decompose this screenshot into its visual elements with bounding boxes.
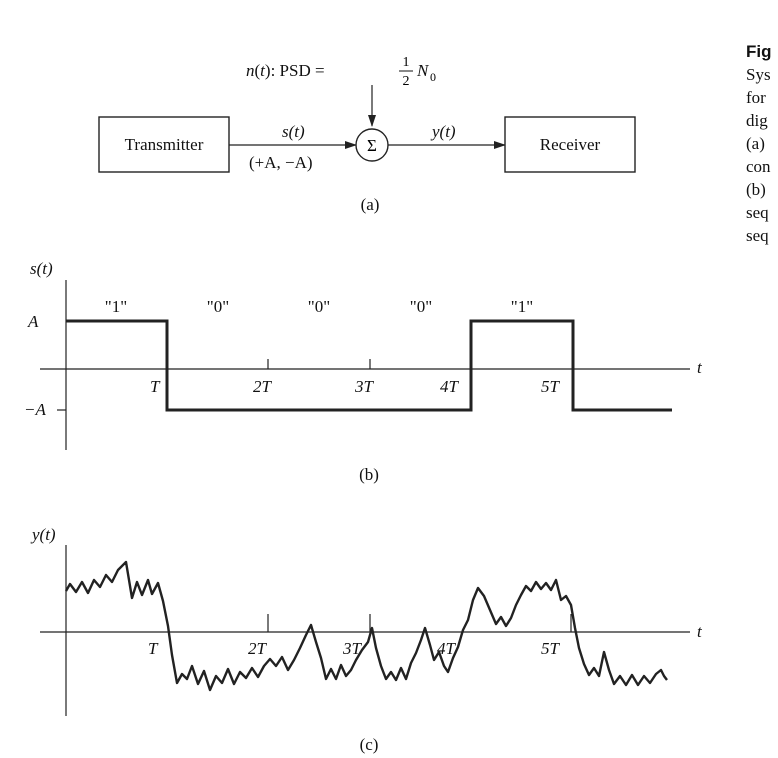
- psd-fraction-denominator: 2: [403, 74, 410, 89]
- y-tick-label-3T: 3T: [342, 639, 363, 658]
- y-axis-ylabel: y(t): [30, 525, 56, 544]
- receiver-label: Receiver: [540, 135, 601, 154]
- figure-caption: Fig Sys for dig (a) con (b) seq seq: [746, 42, 772, 245]
- bit-label: "0": [308, 297, 330, 316]
- psd-fraction-numerator: 1: [403, 55, 410, 70]
- panel-b-label: (b): [359, 465, 379, 484]
- panel-c-label: (c): [360, 735, 379, 754]
- bit-label: "0": [207, 297, 229, 316]
- s-axis-xlabel: t: [697, 358, 703, 377]
- caption-title: Fig: [746, 42, 772, 61]
- caption-line: Sys: [746, 65, 771, 84]
- waveform-s: s(t) t A −A "1" "0" "0" "0" "1" T 2T 3T …: [24, 259, 703, 484]
- bit-label: "1": [511, 297, 533, 316]
- caption-line: (a): [746, 134, 765, 153]
- waveform-y: y(t) t T 2T 3T 4T 5T (c): [30, 525, 703, 754]
- caption-line: for: [746, 88, 766, 107]
- caption-line: (b): [746, 180, 766, 199]
- caption-line: dig: [746, 111, 768, 130]
- s-tick-label-4T: 4T: [440, 377, 460, 396]
- s-axis-ylabel: s(t): [30, 259, 53, 278]
- caption-line: con: [746, 157, 771, 176]
- y-tick-label-4T: 4T: [437, 639, 457, 658]
- level-A-label: A: [27, 312, 39, 331]
- receiver-block: [504, 116, 636, 173]
- s-tick-label-5T: 5T: [541, 377, 561, 396]
- block-diagram: n(t): PSD = 1 2 N 0 Transmitter s(t) (+A…: [98, 55, 636, 214]
- bit-label: "0": [410, 297, 432, 316]
- s-tick-label-2T: 2T: [253, 377, 273, 396]
- s-tick-label-3T: 3T: [354, 377, 375, 396]
- y-waveform-trace: [64, 560, 668, 692]
- transmitter-label: Transmitter: [125, 135, 204, 154]
- psd-N-subscript: 0: [430, 70, 436, 84]
- level-minus-A-label: −A: [24, 400, 46, 419]
- bit-label: "1": [105, 297, 127, 316]
- y-axis-xlabel: t: [697, 622, 703, 641]
- y-tick-label-5T: 5T: [541, 639, 561, 658]
- s-tick-label-T: T: [150, 377, 161, 396]
- psd-N: N: [416, 61, 430, 80]
- y-tick-label-T: T: [148, 639, 159, 658]
- s-signal-label: s(t): [282, 122, 305, 141]
- s-waveform-trace: [66, 319, 672, 412]
- sigma-icon: Σ: [367, 136, 377, 155]
- noise-psd-label: n(t): PSD =: [246, 61, 325, 80]
- s-signal-values: (+A, −A): [249, 153, 313, 172]
- transmitter-block: [98, 116, 230, 173]
- caption-line: seq: [746, 203, 769, 222]
- y-tick-label-2T: 2T: [248, 639, 268, 658]
- panel-a-label: (a): [361, 195, 380, 214]
- caption-line: seq: [746, 226, 769, 245]
- y-signal-label: y(t): [430, 122, 456, 141]
